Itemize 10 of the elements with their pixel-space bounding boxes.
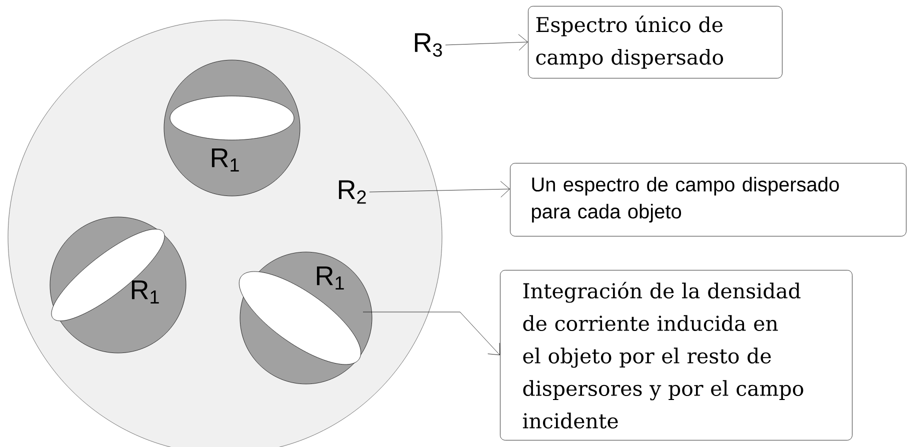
text-box: Espectro único de campo dispersado (528, 6, 782, 78)
region-label: R$_{3}$ (414, 33, 442, 57)
text-box: Integración de la densidad de corriente inducida en el objeto por el resto de dispersores y por el campo incidente (500, 270, 852, 440)
arrow (445, 34, 528, 51)
arrow (369, 181, 510, 198)
sphere-drawing: R$_{1}$ (238, 252, 372, 384)
region-label: R$_{2}$ (338, 180, 366, 204)
sphere-drawing: R$_{1}$ (164, 60, 300, 196)
text-box: Un espectro de campo dispersado para cada objeto (510, 163, 906, 236)
sphere-drawing: R$_{1}$ (50, 216, 186, 354)
